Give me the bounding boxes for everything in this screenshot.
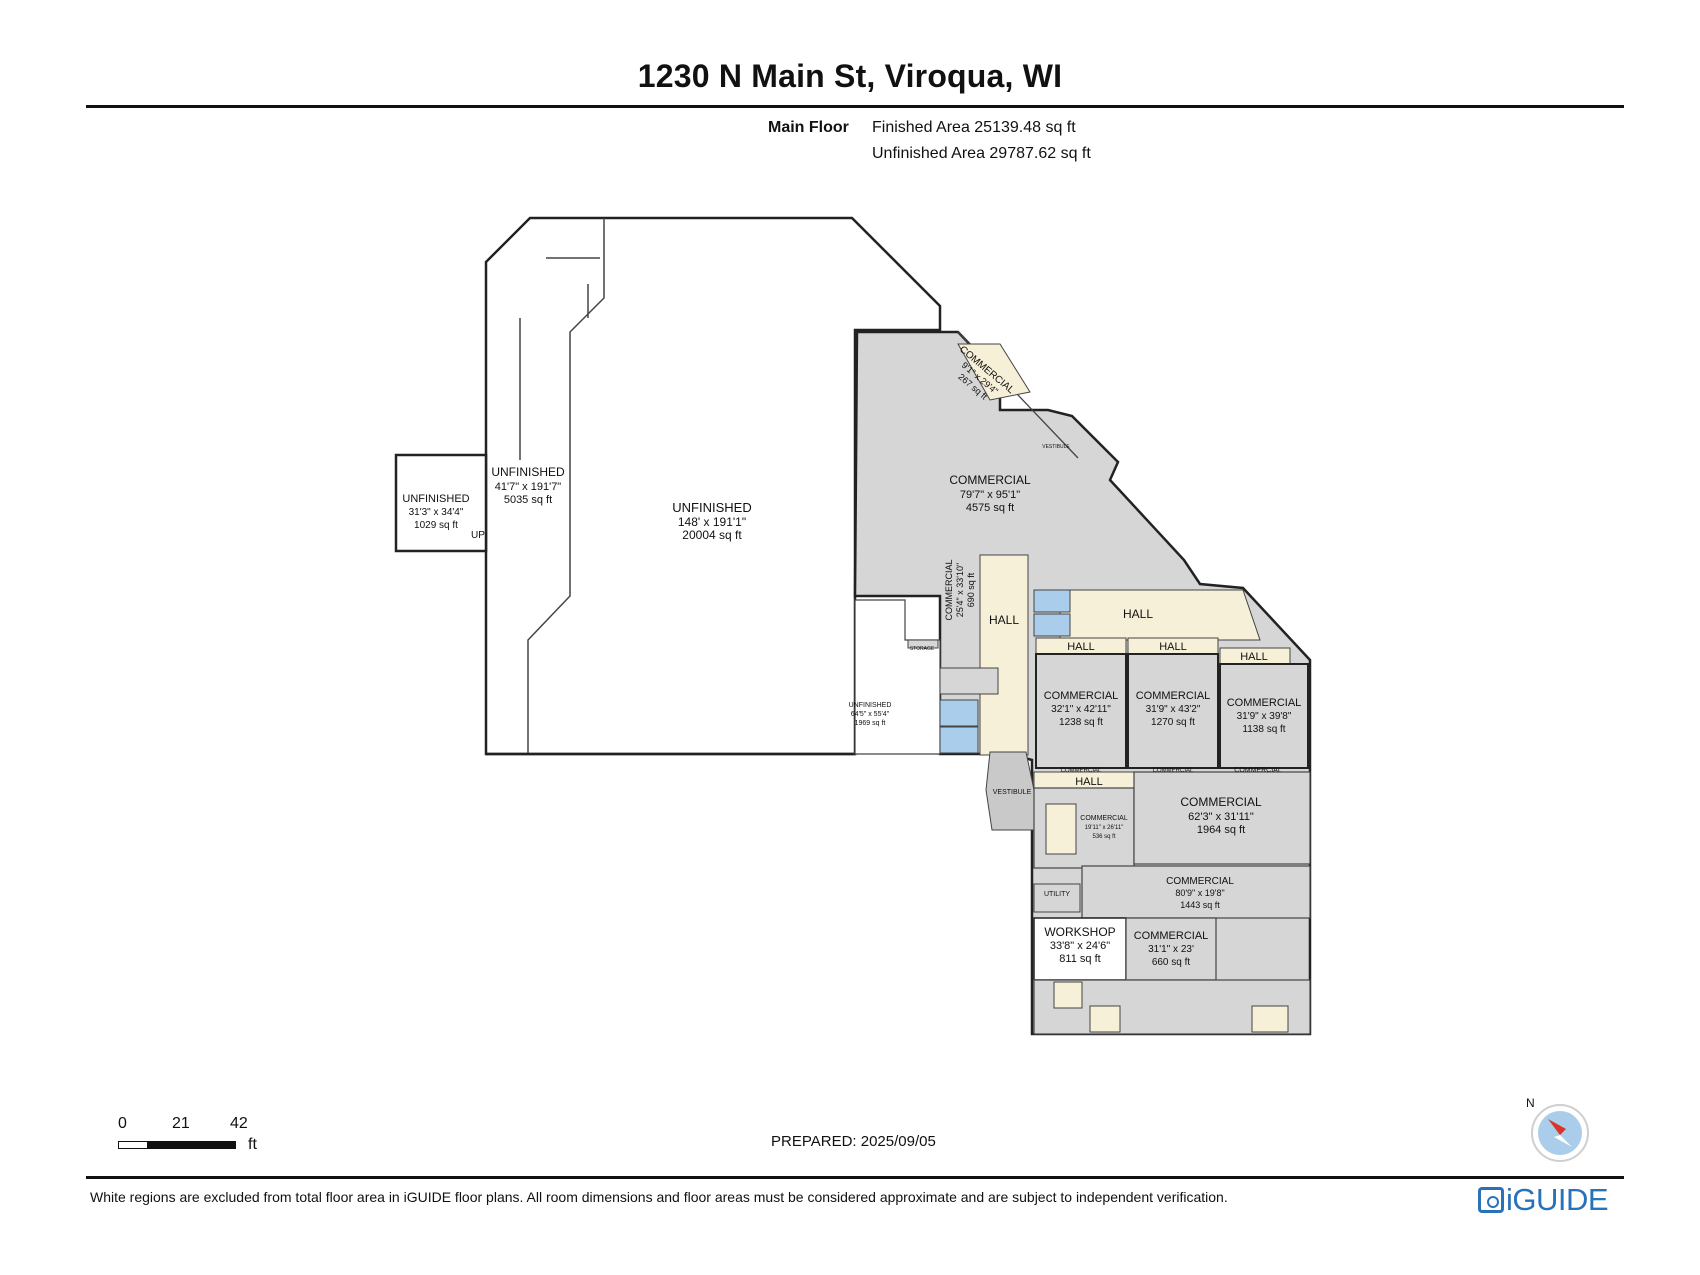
label-hall-1: HALL bbox=[989, 613, 1019, 627]
svg-text:148' x 191'1": 148' x 191'1" bbox=[678, 515, 746, 529]
svg-text:UP: UP bbox=[471, 530, 485, 541]
svg-text:79'7" x 95'1": 79'7" x 95'1" bbox=[960, 489, 1020, 501]
scale-tick-21: 21 bbox=[172, 1115, 190, 1132]
svg-text:5035 sq ft: 5035 sq ft bbox=[504, 494, 552, 506]
page-title: 1230 N Main St, Viroqua, WI bbox=[637, 58, 1063, 94]
svg-text:31'3" x 34'4": 31'3" x 34'4" bbox=[409, 507, 464, 518]
svg-text:536 sq ft: 536 sq ft bbox=[1092, 834, 1115, 840]
unfinished-annex bbox=[394, 453, 488, 553]
office bbox=[1045, 803, 1077, 855]
label-vestibule: VESTIBULE bbox=[993, 789, 1032, 796]
label-vestibule-small: VESTIBULE bbox=[1042, 444, 1070, 450]
commercial-suite-c bbox=[1219, 663, 1309, 769]
svg-text:33'8" x 24'6": 33'8" x 24'6" bbox=[1050, 940, 1110, 952]
label-unf-south: UNFINISHED bbox=[849, 702, 892, 709]
label-com-big: COMMERCIAL bbox=[949, 473, 1031, 487]
svg-text:32'1" x 42'11": 32'1" x 42'11" bbox=[1051, 704, 1111, 715]
unfinished-south bbox=[854, 599, 941, 755]
workshop bbox=[1033, 917, 1127, 981]
label-unf-west: UNFINISHED bbox=[491, 465, 565, 479]
svg-text:19'11" x 26'11": 19'11" x 26'11" bbox=[1085, 825, 1124, 831]
washroom-1 bbox=[939, 699, 979, 727]
footer-divider bbox=[86, 1176, 1624, 1179]
label-com-b: COMMERCIAL bbox=[1136, 690, 1211, 702]
svg-text:20004 sq ft: 20004 sq ft bbox=[682, 528, 742, 542]
header-divider bbox=[86, 105, 1624, 108]
svg-text:31'1" x 23': 31'1" x 23' bbox=[1148, 944, 1194, 955]
label-workshop: WORKSHOP bbox=[1044, 925, 1115, 939]
iguide-logo-icon bbox=[1478, 1187, 1504, 1213]
svg-text:25'4" x 33'10": 25'4" x 33'10" bbox=[955, 563, 965, 617]
iguide-logo-text: iGUIDE bbox=[1506, 1182, 1609, 1217]
prepared-date: PREPARED: 2025/09/05 bbox=[771, 1133, 936, 1150]
scale-tick-42: 42 bbox=[230, 1115, 248, 1132]
washroom-3 bbox=[1033, 589, 1071, 613]
svg-text:80'9" x 19'8": 80'9" x 19'8" bbox=[1175, 888, 1224, 898]
label-com-a: COMMERCIAL bbox=[1044, 690, 1119, 702]
commercial-suite-b bbox=[1127, 653, 1219, 769]
svg-text:62'3" x 31'11": 62'3" x 31'11" bbox=[1188, 811, 1254, 823]
svg-text:31'9" x 43'2": 31'9" x 43'2" bbox=[1146, 704, 1201, 715]
label-com-c: COMMERCIAL bbox=[1227, 697, 1302, 709]
svg-text:690 sq ft: 690 sq ft bbox=[966, 572, 976, 607]
label-unf-annex: UNFINISHED bbox=[402, 493, 469, 505]
svg-text:1270 sq ft: 1270 sq ft bbox=[1151, 717, 1195, 728]
warehouse-partition bbox=[527, 218, 605, 754]
label-com-narrow: COMMERCIAL bbox=[944, 559, 954, 620]
label-com-g: COMMERCIAL bbox=[1080, 815, 1128, 822]
compass-n-label: N bbox=[1526, 1096, 1535, 1110]
label-storage: STORAGE bbox=[910, 646, 935, 652]
svg-text:64'5" x 55'4": 64'5" x 55'4" bbox=[851, 711, 890, 718]
label-com-f: COMMERCIAL bbox=[1134, 930, 1209, 942]
svg-text:COMMERCIAL: COMMERCIAL bbox=[1061, 768, 1102, 774]
disclaimer-text: White regions are excluded from total fl… bbox=[90, 1189, 1228, 1205]
svg-text:811 sq ft: 811 sq ft bbox=[1059, 953, 1100, 965]
unfinished-area: Unfinished Area 29787.62 sq ft bbox=[872, 145, 1091, 162]
commercial-south-1 bbox=[1133, 771, 1311, 865]
svg-text:1443 sq ft: 1443 sq ft bbox=[1180, 900, 1220, 910]
utility bbox=[1033, 883, 1081, 913]
commercial-suite-a bbox=[1035, 653, 1127, 769]
svg-text:COMMERCIAL: COMMERCIAL bbox=[1234, 767, 1282, 774]
hall-vertical bbox=[979, 554, 1029, 756]
svg-text:660 sq ft: 660 sq ft bbox=[1152, 957, 1191, 968]
washroom-2 bbox=[939, 726, 979, 754]
north-arrow-icon: N bbox=[1520, 1095, 1590, 1165]
svg-text:31'9" x 39'8": 31'9" x 39'8" bbox=[1237, 711, 1292, 722]
washroom-4 bbox=[1033, 613, 1071, 637]
label-hall-2: HALL bbox=[1123, 607, 1153, 621]
svg-text:41'7" x 191'7": 41'7" x 191'7" bbox=[495, 481, 562, 493]
svg-text:1138 sq ft: 1138 sq ft bbox=[1242, 724, 1285, 735]
scale-bar: 0 21 42 ft bbox=[118, 1115, 278, 1155]
svg-text:1964 sq ft: 1964 sq ft bbox=[1197, 824, 1245, 836]
hall-horizontal bbox=[1059, 589, 1261, 641]
iguide-logo: iGUIDE bbox=[1478, 1180, 1609, 1220]
label-hall-3: HALL bbox=[1067, 641, 1095, 653]
label-hall-4: HALL bbox=[1159, 641, 1187, 653]
floor-label: Main Floor bbox=[768, 119, 849, 136]
label-com-d: COMMERCIAL bbox=[1180, 795, 1262, 809]
finished-area: Finished Area 25139.48 sq ft bbox=[872, 119, 1076, 136]
scale-tick-0: 0 bbox=[118, 1115, 127, 1132]
svg-text:1969 sq ft: 1969 sq ft bbox=[855, 720, 886, 727]
svg-text:COMMERCIAL: COMMERCIAL bbox=[1153, 768, 1194, 774]
label-hall-6: HALL bbox=[1075, 776, 1103, 788]
label-utility: UTILITY bbox=[1044, 891, 1070, 898]
svg-text:1238 sq ft: 1238 sq ft bbox=[1059, 717, 1103, 728]
commercial-south-3 bbox=[1125, 917, 1217, 981]
label-com-e: COMMERCIAL bbox=[1166, 876, 1234, 887]
storage bbox=[907, 639, 939, 649]
scale-unit: ft bbox=[248, 1136, 257, 1153]
svg-text:1029 sq ft: 1029 sq ft bbox=[414, 520, 458, 531]
label-hall-5: HALL bbox=[1240, 651, 1268, 663]
commercial-south-2 bbox=[1081, 865, 1311, 919]
label-unf-main: UNFINISHED bbox=[672, 500, 751, 515]
svg-text:4575 sq ft: 4575 sq ft bbox=[966, 502, 1014, 514]
